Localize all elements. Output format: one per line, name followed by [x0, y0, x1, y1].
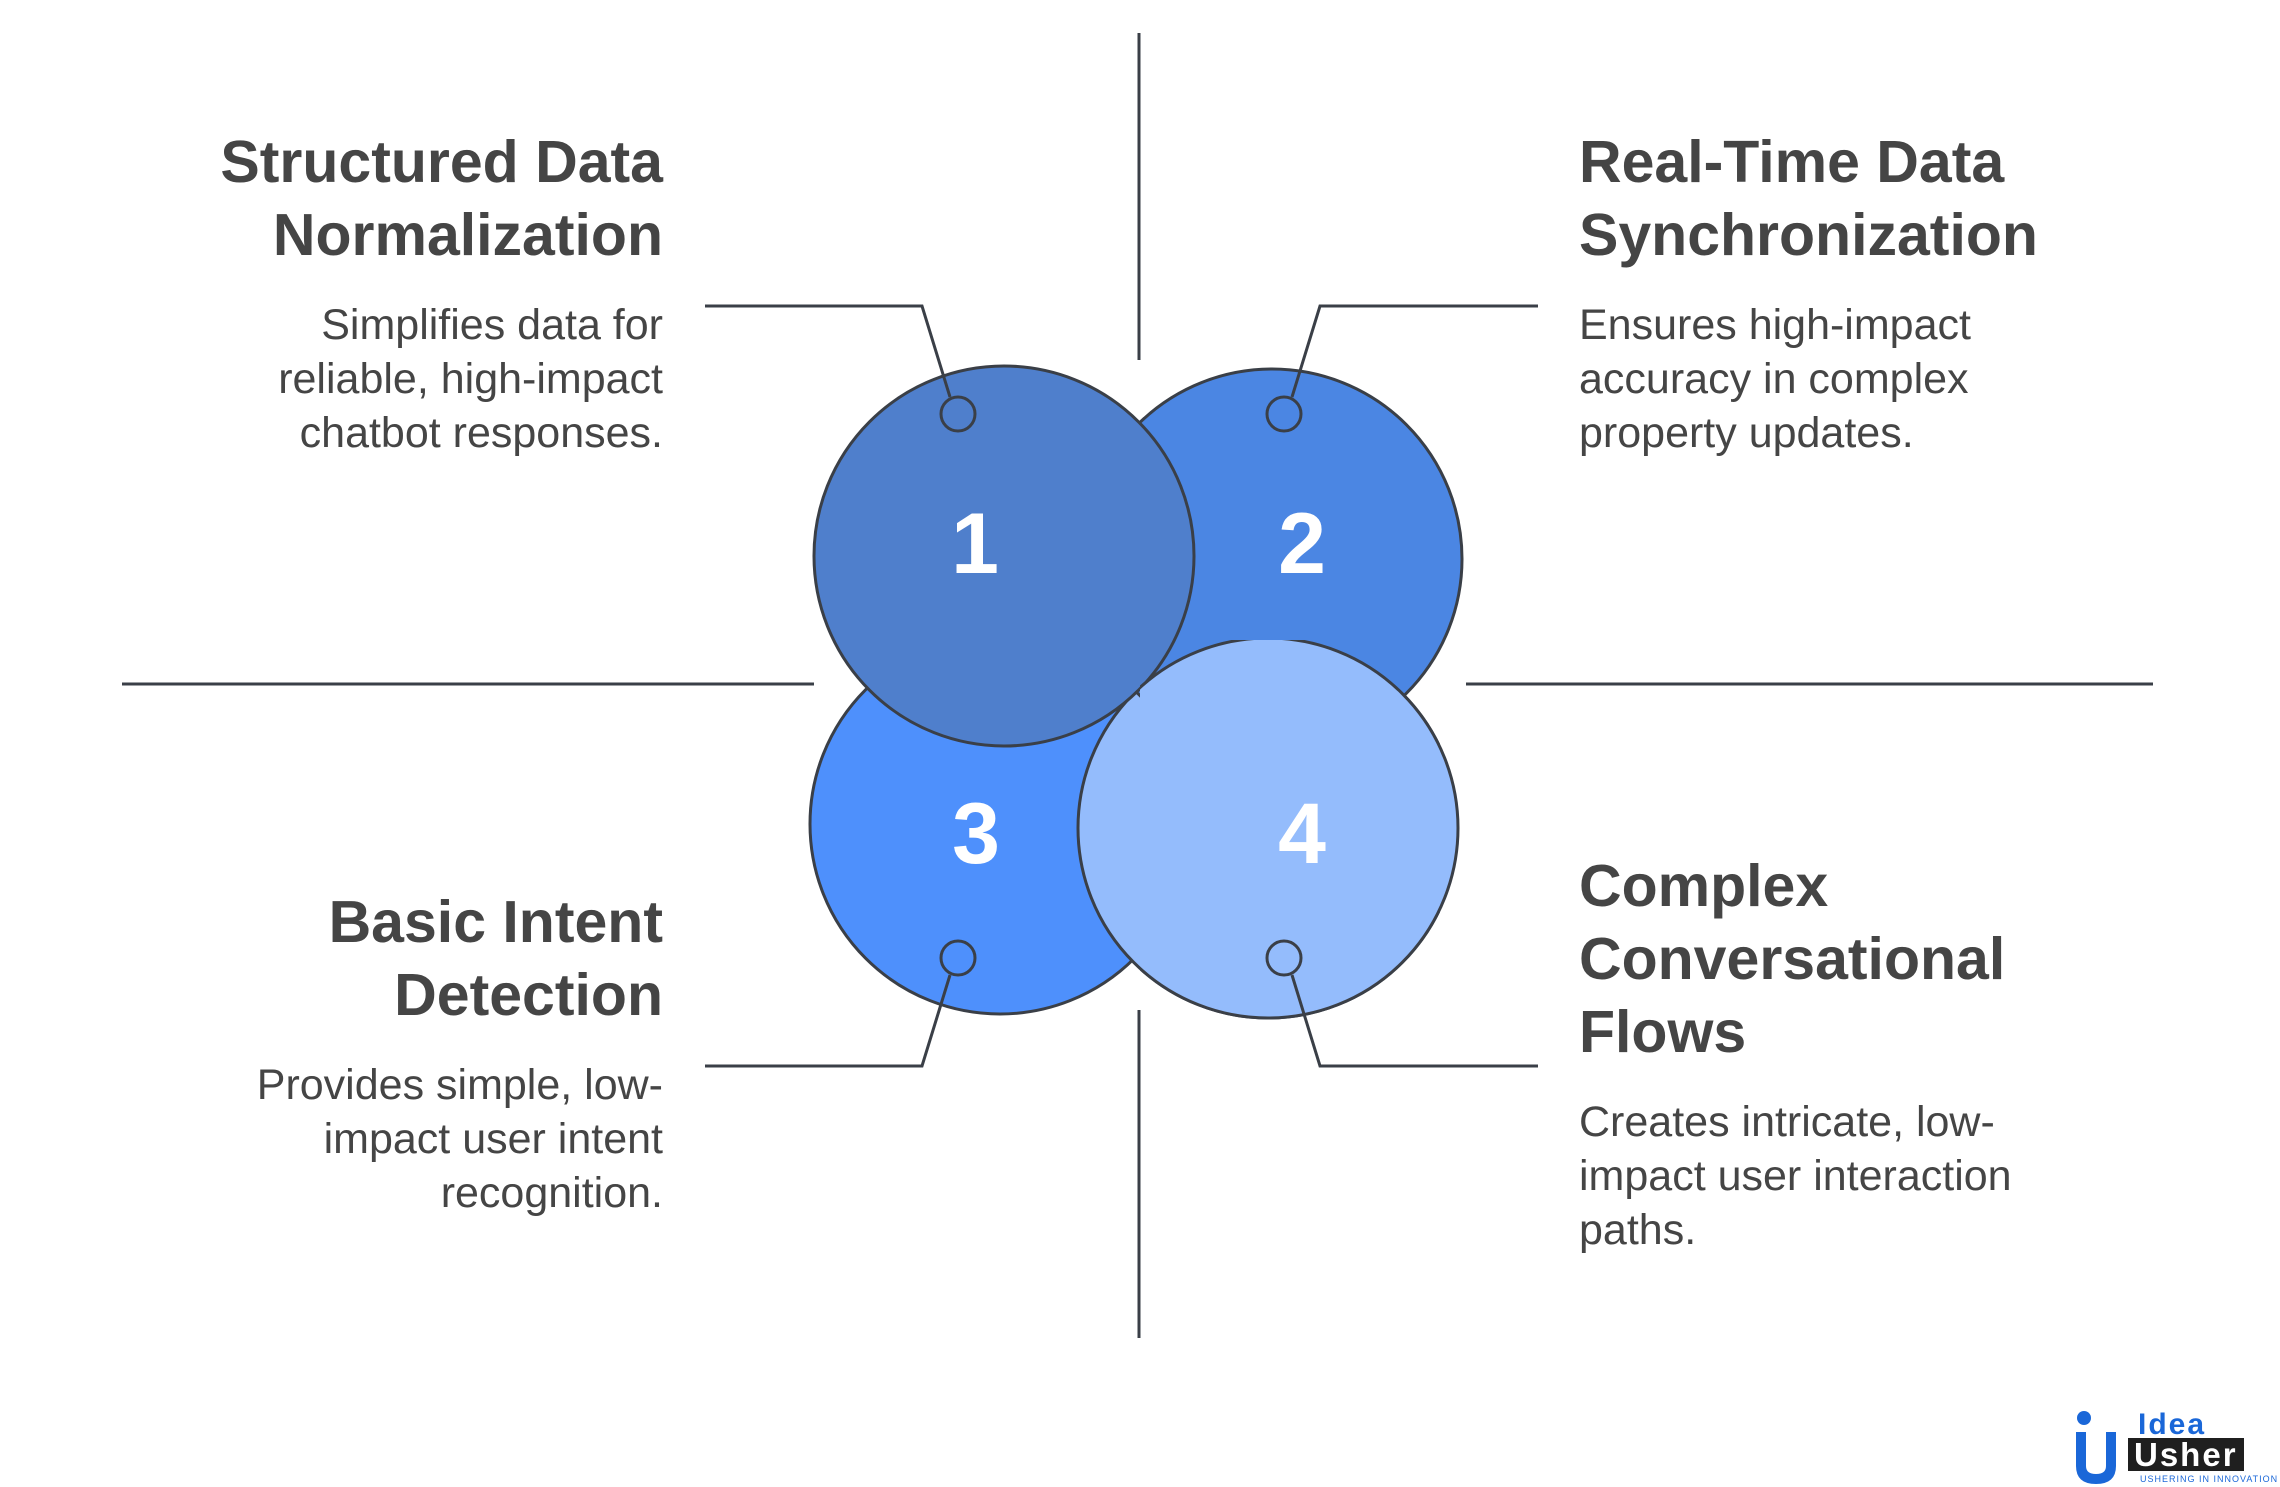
item-2-desc-line: property updates.: [1579, 409, 1914, 457]
connector-2: [1290, 304, 1538, 398]
item-1-title: Structured Data Normalization: [23, 126, 663, 272]
circle-1-number: 1: [951, 496, 999, 592]
item-2-desc-line: accuracy in complex: [1579, 355, 1969, 403]
item-4-title: Complex Conversational Flows: [1579, 850, 2219, 1069]
anchor-2: [1265, 395, 1303, 433]
item-1-desc-line: reliable, high-impact: [278, 355, 663, 403]
item-3-desc-line: Provides simple, low-: [256, 1061, 663, 1109]
item-2-title-line: Real-Time Data: [1579, 129, 2005, 195]
item-1-title-line: Structured Data: [220, 129, 663, 195]
item-1-description: Simplifies data for reliable, high-impac…: [23, 298, 663, 460]
item-4-desc-line: paths.: [1579, 1206, 1697, 1254]
connector-1: [705, 304, 952, 398]
logo-word-idea: Idea: [2138, 1408, 2207, 1441]
item-1-desc-line: Simplifies data for: [321, 301, 663, 349]
circle-1: [812, 364, 1196, 748]
item-3-title-line: Basic Intent: [328, 889, 663, 955]
item-4-description: Creates intricate, low- impact user inte…: [1579, 1095, 2219, 1257]
item-1-block: Structured Data Normalization Simplifies…: [23, 126, 663, 460]
logo-word-usher: Usher: [2128, 1438, 2244, 1471]
anchor-3: [939, 939, 977, 977]
item-3-title-line: Detection: [394, 962, 663, 1028]
item-3-block: Basic Intent Detection Provides simple, …: [23, 886, 663, 1220]
item-4-block: Complex Conversational Flows Creates int…: [1579, 850, 2219, 1257]
anchor-1: [939, 395, 977, 433]
item-4-desc-line: impact user interaction: [1579, 1152, 2012, 1200]
connector-4: [1290, 974, 1538, 1068]
logo-i-icon: [2076, 1411, 2116, 1484]
item-3-desc-line: impact user intent: [323, 1115, 663, 1163]
connector-3: [705, 974, 952, 1068]
item-3-description: Provides simple, low- impact user intent…: [23, 1058, 663, 1220]
item-1-title-line: Normalization: [272, 202, 663, 268]
circle-4-overlay: [1140, 640, 1440, 1020]
logo-tagline: USHERING IN INNOVATION: [2140, 1474, 2279, 1484]
item-1-desc-line: chatbot responses.: [299, 409, 663, 457]
item-4-title-line: Conversational: [1579, 926, 2006, 992]
circle-3-number: 3: [952, 786, 1000, 882]
item-3-desc-line: recognition.: [440, 1169, 663, 1217]
item-4-title-line: Complex: [1579, 853, 1829, 919]
item-3-title: Basic Intent Detection: [23, 886, 663, 1032]
item-4-title-line: Flows: [1579, 999, 1747, 1065]
item-2-desc-line: Ensures high-impact: [1579, 301, 1971, 349]
item-2-title: Real-Time Data Synchronization: [1579, 126, 2219, 272]
anchor-4: [1265, 939, 1303, 977]
circle-2-number: 2: [1278, 496, 1326, 592]
item-4-desc-line: Creates intricate, low-: [1579, 1098, 1995, 1146]
item-2-block: Real-Time Data Synchronization Ensures h…: [1579, 126, 2219, 460]
circle-4-number: 4: [1278, 786, 1326, 882]
item-2-title-line: Synchronization: [1579, 202, 2038, 268]
item-2-description: Ensures high-impact accuracy in complex …: [1579, 298, 2219, 460]
